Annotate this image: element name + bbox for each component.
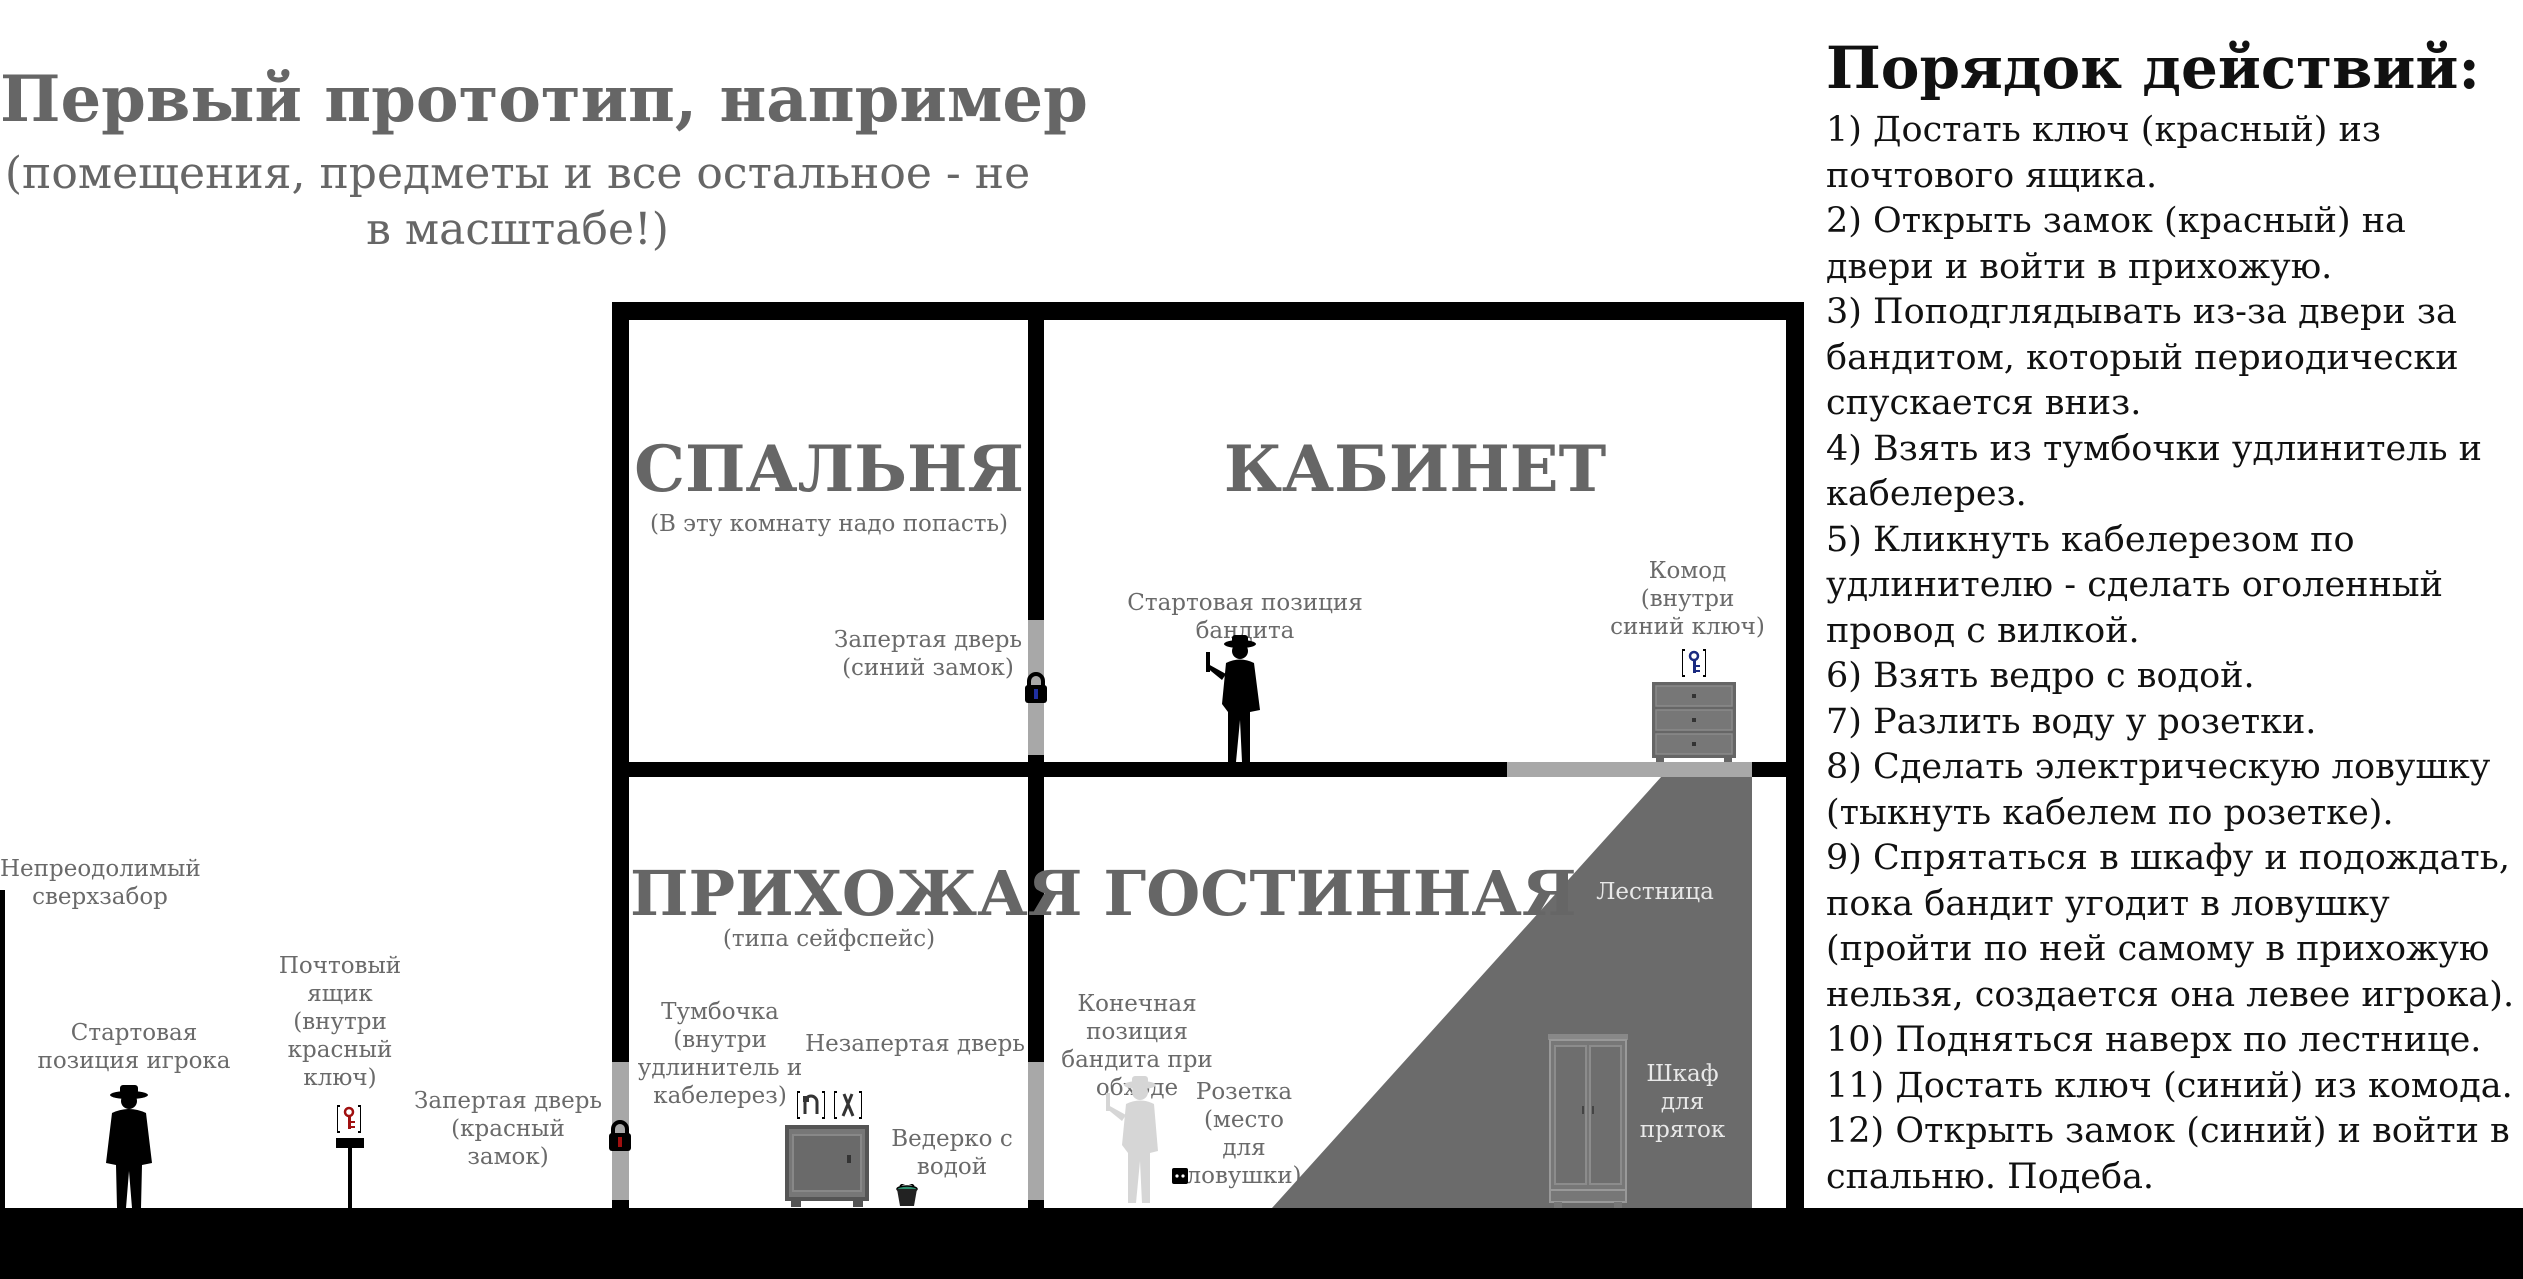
red-door: [612, 1062, 629, 1200]
room-bedroom-name: СПАЛЬНЯ: [634, 432, 1024, 507]
red-key-icon: [337, 1105, 361, 1133]
bandit-start-label: Стартовая позиция бандита: [1127, 590, 1363, 644]
floor-stair-opening: [1507, 762, 1752, 777]
fence-label: Непреодолимый сверхзабор: [0, 856, 201, 910]
socket-icon: [1172, 1168, 1188, 1184]
floor-left: [612, 762, 1507, 777]
dresser-label: Комод (внутри синий ключ): [1610, 558, 1765, 640]
step-item: 4) Взять из тумбочки удлинитель и кабеле…: [1826, 428, 2482, 515]
bandit-icon: [1206, 635, 1260, 762]
player-silhouette-icon: [106, 1085, 152, 1208]
left-wall-lower: [612, 1200, 629, 1210]
bandit-end-label: Конечная позиция бандита при обходе: [1061, 991, 1213, 1101]
step-item: 5) Кликнуть кабелерезом по удлинителю - …: [1826, 519, 2443, 651]
steps-heading: Порядок действий:: [1826, 34, 2480, 102]
wardrobe-label: Шкаф для пряток: [1639, 1061, 1726, 1143]
room-hallway-note: (типа сейфспейс): [722, 926, 936, 952]
stairs-label: Лестница: [1596, 879, 1714, 905]
socket-label: Розетка (место для ловушки): [1186, 1079, 1302, 1189]
stairs: [1272, 776, 1752, 1208]
step-item: 8) Сделать электрическую ловушку (тыкнут…: [1826, 747, 2491, 833]
step-item: 9) Спрятаться в шкафу и подождать, пока …: [1826, 838, 2515, 1015]
step-item: 1) Достать ключ (красный) из почтового я…: [1826, 110, 2381, 196]
wire-cutter-icon: [834, 1091, 862, 1119]
steps-list: 1) Достать ключ (красный) из почтового я…: [1826, 108, 2516, 1200]
mailbox-label: Почтовый ящик (внутри красный ключ): [278, 953, 402, 1091]
floor-right: [1752, 762, 1804, 777]
step-item: 12) Открыть замок (синий) и войти в спал…: [1826, 1111, 2510, 1197]
bucket-label: Ведерко с водой: [891, 1126, 1013, 1180]
room-hallway-name: ПРИХОЖАЯ: [630, 857, 1083, 930]
room-living-name: ГОСТИННАЯ: [1103, 857, 1577, 930]
wardrobe-icon: [1548, 1034, 1628, 1208]
dresser-icon: [1652, 682, 1736, 762]
step-item: 11) Достать ключ (синий) из комода.: [1826, 1065, 2513, 1106]
bucket-icon: [896, 1184, 918, 1206]
step-item: 10) Подняться наверх по лестнице.: [1826, 1020, 2482, 1060]
roof-wall: [612, 302, 1804, 320]
red-door-label: Запертая дверь (красный замок): [414, 1088, 602, 1170]
ground: [0, 1208, 2523, 1279]
step-item: 7) Разлить воду у розетки.: [1826, 701, 2317, 742]
mailbox-icon: [336, 1138, 364, 1210]
unlocked-door: [1028, 1062, 1044, 1200]
lower-middle-wall: [1028, 777, 1044, 1062]
nightstand-icon: [785, 1125, 869, 1207]
upper-middle-wall: [1028, 302, 1044, 620]
step-item: 2) Открыть замок (красный) на двери и во…: [1826, 201, 2406, 287]
page-subtitle: (помещения, предметы и все остальное - н…: [4, 148, 1031, 255]
steps-panel: Порядок действий: 1) Достать ключ (красн…: [1826, 28, 2516, 1200]
blue-door-label: Запертая дверь (синий замок): [834, 627, 1022, 681]
left-wall-upper: [612, 302, 629, 1062]
room-study-name: КАБИНЕТ: [1223, 432, 1607, 507]
fence: [0, 890, 5, 1210]
extension-cord-icon: [797, 1091, 825, 1119]
right-wall: [1786, 302, 1804, 1208]
room-bedroom-note: (В эту комнату надо попасть): [649, 511, 1009, 537]
nightstand-label: Тумбочка (внутри удлинитель и кабелерез): [637, 999, 803, 1109]
unlocked-door-label: Незапертая дверь: [805, 1031, 1025, 1057]
step-item: 6) Взять ведро с водой.: [1826, 656, 2255, 696]
blue-key-icon: [1682, 649, 1706, 677]
page-title: Первый прототип, например: [0, 62, 1088, 137]
bandit-ghost-icon: [1106, 1076, 1158, 1203]
step-item: 3) Поподглядывать из-за двери за бандито…: [1826, 292, 2459, 423]
blue-padlock-icon: [1025, 672, 1047, 703]
red-padlock-icon: [609, 1120, 631, 1151]
player-start-label: Стартовая позиция игрока: [37, 1020, 231, 1074]
